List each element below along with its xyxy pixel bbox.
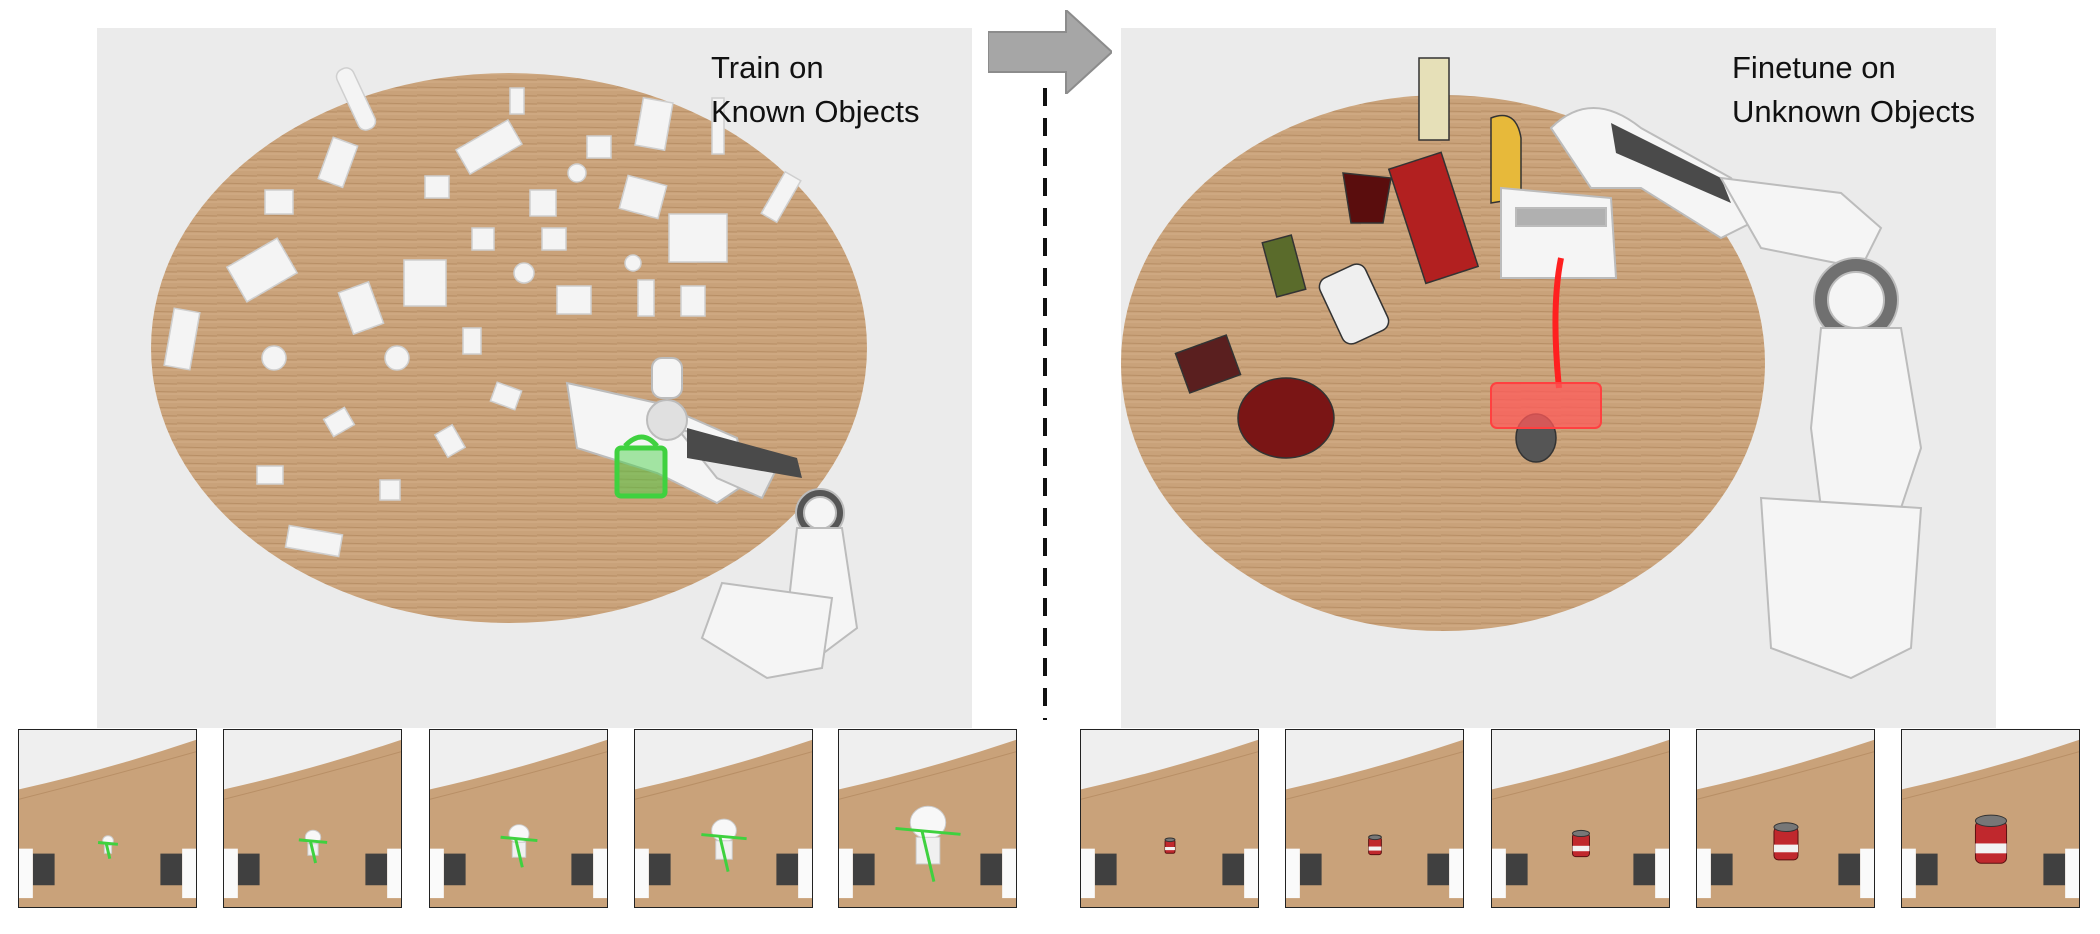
right-arrow-icon bbox=[988, 10, 1112, 94]
camera-thumb-unknown-3 bbox=[1491, 729, 1670, 908]
dashed-divider bbox=[1043, 88, 1047, 720]
finetune-label: Finetune on Unknown Objects bbox=[1732, 50, 1975, 129]
camera-thumb-known-1 bbox=[18, 729, 197, 908]
target-can bbox=[1773, 822, 1799, 861]
green-grasp bbox=[614, 434, 668, 499]
red-grasp bbox=[1490, 257, 1602, 429]
target-can bbox=[1164, 837, 1176, 854]
train-label: Train on Known Objects bbox=[711, 50, 920, 129]
camera-thumb-known-2 bbox=[223, 729, 402, 908]
target-can bbox=[1974, 814, 2008, 864]
target-can bbox=[1368, 834, 1382, 856]
camera-thumb-unknown-4 bbox=[1696, 729, 1875, 908]
camera-thumb-known-4 bbox=[634, 729, 813, 908]
robot-arm bbox=[565, 357, 859, 680]
unknown-objects bbox=[1174, 57, 1557, 463]
camera-thumb-unknown-2 bbox=[1285, 729, 1464, 908]
train-panel: Train on Known Objects bbox=[97, 28, 972, 728]
camera-thumb-unknown-1 bbox=[1080, 729, 1259, 908]
camera-thumb-unknown-5 bbox=[1901, 729, 2080, 908]
target-can bbox=[1572, 829, 1590, 858]
known-objects bbox=[163, 67, 802, 558]
finetune-scene bbox=[1121, 57, 1923, 680]
finetune-panel: Finetune on Unknown Objects bbox=[1121, 28, 1996, 728]
camera-thumb-known-5 bbox=[838, 729, 1017, 908]
table-top bbox=[151, 73, 867, 623]
robot-arm bbox=[1500, 107, 1923, 680]
train-scene bbox=[151, 67, 867, 680]
camera-thumb-known-3 bbox=[429, 729, 608, 908]
